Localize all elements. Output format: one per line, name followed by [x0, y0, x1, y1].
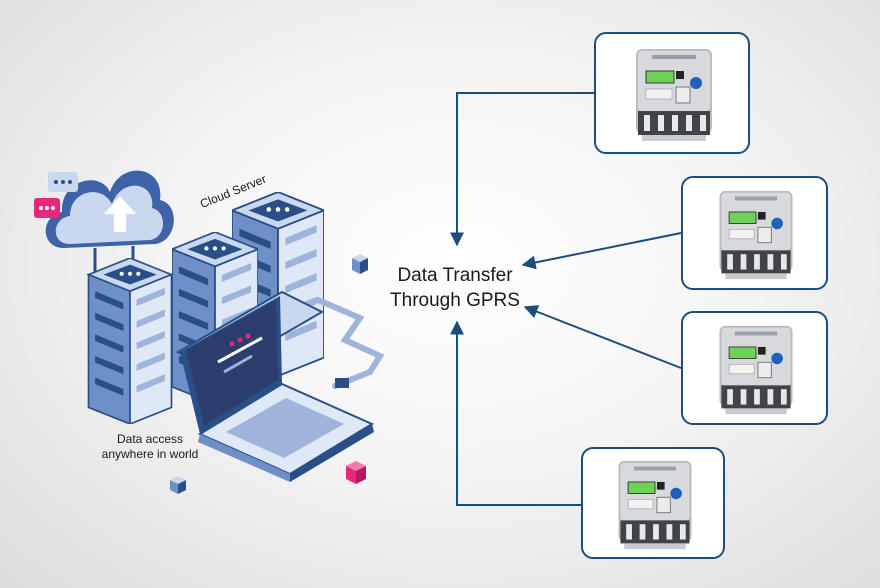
access-line-1: Data access — [116, 432, 184, 446]
cable — [315, 297, 385, 389]
upload-arrow-icon — [104, 196, 136, 232]
smart-meter-icon — [718, 325, 794, 415]
access-line-2: anywhere in world — [101, 447, 199, 461]
cube-icon — [170, 476, 186, 494]
arrow-meter-1 — [450, 92, 594, 247]
chat-bubble-icon — [34, 172, 78, 218]
meter-card-3 — [681, 311, 828, 425]
data-access-label: Data access anywhere in world — [80, 432, 220, 462]
cube-icon — [346, 461, 366, 484]
smart-meter-icon — [635, 48, 713, 142]
transfer-line-2: Through GPRS — [390, 290, 520, 311]
gprs-arrows — [450, 92, 682, 506]
arrow-meter-4 — [450, 320, 581, 506]
smart-meter-icon — [618, 460, 692, 550]
server-rack-icon — [87, 258, 173, 424]
meter-card-1 — [594, 32, 750, 154]
transfer-line-1: Data Transfer — [397, 265, 513, 286]
arrow-meter-2 — [521, 232, 682, 270]
meter-card-2 — [681, 176, 828, 290]
meter-card-4 — [581, 447, 725, 559]
smart-meter-icon — [718, 190, 794, 280]
data-transfer-label: Data Transfer Through GPRS — [370, 263, 540, 313]
laptop-icon — [175, 290, 375, 482]
cube-icon — [352, 254, 368, 274]
arrow-meter-3 — [523, 305, 682, 369]
